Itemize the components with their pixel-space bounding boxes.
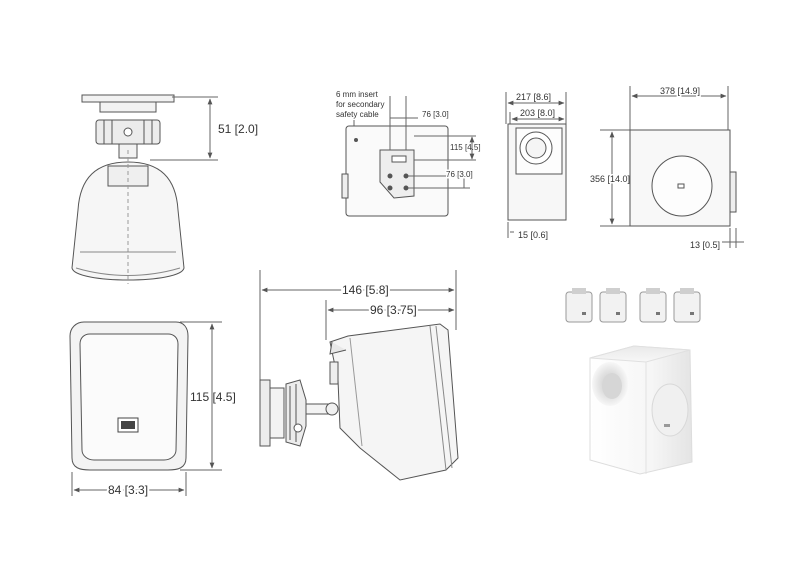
front-view-speaker xyxy=(69,321,189,471)
label-side-depth: 96 [3.75] xyxy=(370,303,417,317)
dim-front-width xyxy=(71,472,187,496)
dim-front-height xyxy=(180,321,222,471)
dim-back-76a xyxy=(389,96,418,150)
insert-note: 6 mm insert for secondary safety cable xyxy=(336,90,384,119)
mounting-plate xyxy=(81,94,175,103)
dim-sub-356 xyxy=(600,129,630,227)
back-view-speaker xyxy=(341,120,449,217)
label-side-overall: 146 [5.8] xyxy=(342,283,389,297)
dim-sub-378 xyxy=(629,86,729,130)
label-top-height: 51 [2.0] xyxy=(218,122,258,136)
insert-note-line-2: for secondary xyxy=(336,100,384,109)
dim-sub-203 xyxy=(509,112,565,124)
subwoofer-photo xyxy=(589,345,693,475)
jbl-logo-icon xyxy=(664,424,670,427)
insert-note-line-1: 6 mm insert xyxy=(336,90,379,99)
dim-top-height xyxy=(150,96,218,161)
top-view-speaker xyxy=(71,94,185,284)
sub-side-view xyxy=(507,123,567,221)
satellite-speaker-2 xyxy=(599,288,627,323)
insert-note-line-3: safety cable xyxy=(336,110,379,119)
satellite-speaker-3 xyxy=(639,288,667,323)
label-sub-15: 15 [0.6] xyxy=(518,230,548,240)
satellite-speaker-1 xyxy=(565,288,593,323)
jbl-logo-icon xyxy=(117,417,139,433)
label-back-115: 115 [4.5] xyxy=(450,143,481,152)
label-sub-378: 378 [14.9] xyxy=(660,86,700,96)
label-sub-217: 217 [8.6] xyxy=(516,92,551,102)
label-sub-203: 203 [8.0] xyxy=(520,108,555,118)
dim-sub-217 xyxy=(505,92,567,124)
label-front-height: 115 [4.5] xyxy=(190,390,236,404)
dim-sub-15 xyxy=(507,222,514,238)
label-back-76b: 76 [3.0] xyxy=(446,170,473,179)
side-view-speaker xyxy=(259,323,459,481)
dim-side-depth xyxy=(325,300,457,340)
dim-sub-13 xyxy=(722,228,744,248)
product-photo xyxy=(565,288,701,475)
label-front-width: 84 [3.3] xyxy=(108,483,148,497)
sub-front-view xyxy=(629,129,737,227)
dim-back-76b xyxy=(408,175,470,189)
label-sub-13: 13 [0.5] xyxy=(690,240,720,250)
wall-plate xyxy=(259,379,271,447)
satellite-speaker-4 xyxy=(673,288,701,323)
dim-back-115 xyxy=(414,135,476,161)
label-sub-356: 356 [14.0] xyxy=(590,174,630,184)
label-back-76a: 76 [3.0] xyxy=(422,110,449,119)
